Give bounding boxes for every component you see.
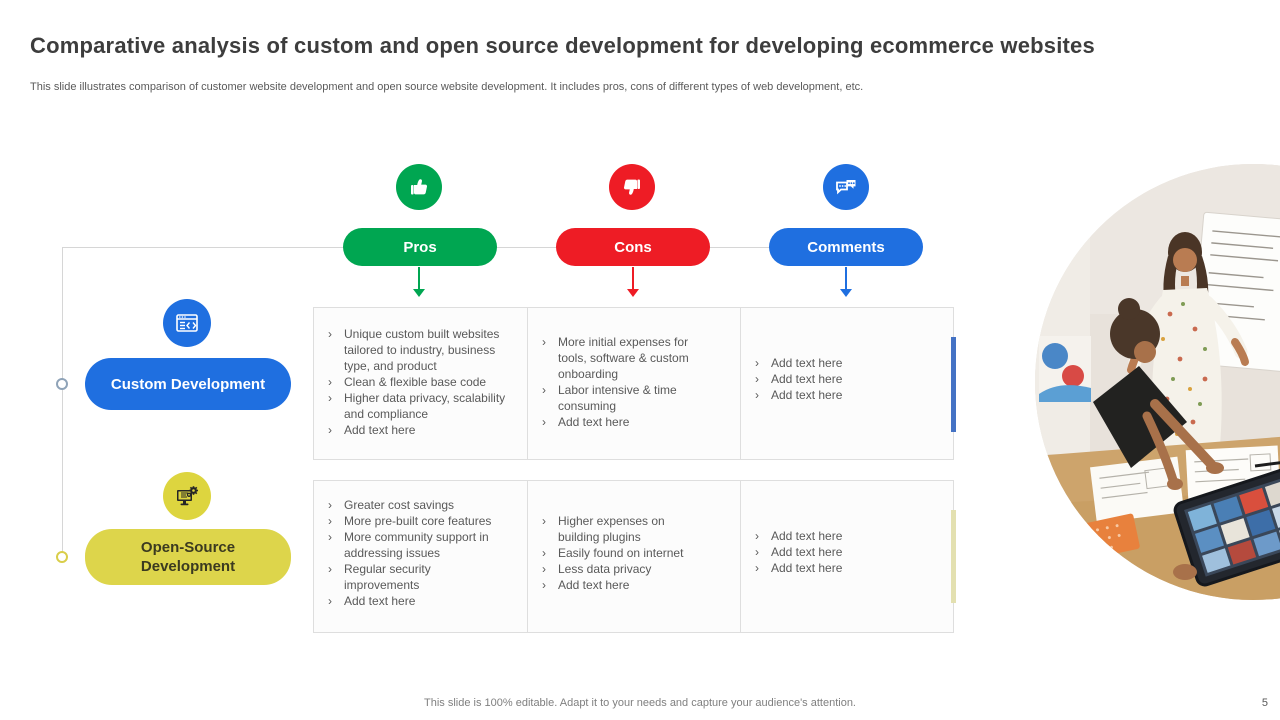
- comments-header-label: Comments: [807, 238, 885, 256]
- open-source-development-label: Open-Source Development: [140, 539, 236, 575]
- cons-arrow-down: [626, 267, 640, 297]
- list-item: More initial expenses for tools, softwar…: [542, 334, 708, 382]
- list-item: Clean & flexible base code: [328, 374, 515, 390]
- cell-open-pros: Greater cost savings More pre-built core…: [313, 480, 528, 633]
- custom-cons-list: More initial expenses for tools, softwar…: [528, 308, 740, 440]
- pros-header-label: Pros: [403, 238, 437, 256]
- add-text-placeholder[interactable]: Add text here: [755, 544, 842, 560]
- add-text-placeholder[interactable]: Add text here: [755, 371, 842, 387]
- cell-custom-pros: Unique custom built websites tailored to…: [313, 307, 528, 460]
- add-text-placeholder[interactable]: Add text here: [755, 528, 842, 544]
- page-number: 5: [1261, 697, 1268, 709]
- connector-node-custom: [56, 378, 68, 390]
- team-collaboration-photo: [1035, 164, 1280, 600]
- add-text-placeholder[interactable]: Add text here: [328, 422, 515, 438]
- comments-arrow-down: [839, 267, 853, 297]
- connector-node-open-source: [56, 551, 68, 563]
- monitor-gears-icon: [163, 472, 211, 520]
- custom-comments-list: Add text here Add text here Add text her…: [741, 355, 854, 413]
- add-text-placeholder[interactable]: Add text here: [755, 387, 842, 403]
- list-item: More community support in addressing iss…: [328, 529, 515, 561]
- add-text-placeholder[interactable]: Add text here: [542, 577, 728, 593]
- thumbs-down-icon: [609, 164, 655, 210]
- list-item: Less data privacy: [542, 561, 728, 577]
- add-text-placeholder[interactable]: Add text here: [755, 560, 842, 576]
- open-cons-list: Higher expenses on building plugins Easi…: [528, 481, 740, 603]
- list-item: Higher data privacy, scalability and com…: [328, 390, 515, 422]
- thumbs-up-icon: [396, 164, 442, 210]
- cell-open-cons: Higher expenses on building plugins Easi…: [527, 480, 741, 633]
- list-item: Easily found on internet: [542, 545, 728, 561]
- footer-note: This slide is 100% editable. Adapt it to…: [424, 697, 856, 709]
- list-item: Unique custom built websites tailored to…: [328, 326, 515, 374]
- open-comments-list: Add text here Add text here Add text her…: [741, 528, 854, 586]
- code-window-icon: [163, 299, 211, 347]
- custom-pros-list: Unique custom built websites tailored to…: [314, 308, 527, 448]
- cell-custom-cons: More initial expenses for tools, softwar…: [527, 307, 741, 460]
- pros-arrow-down: [412, 267, 426, 297]
- cons-header-pill: Cons: [556, 228, 710, 266]
- custom-development-label: Custom Development: [110, 375, 266, 393]
- accent-bar-custom: [951, 337, 956, 432]
- add-text-placeholder[interactable]: Add text here: [328, 593, 515, 609]
- connector-vertical-line: [62, 247, 63, 557]
- comments-header-pill: Comments: [769, 228, 923, 266]
- pros-header-pill: Pros: [343, 228, 497, 266]
- list-item: Labor intensive & time consuming: [542, 382, 688, 414]
- open-pros-list: Greater cost savings More pre-built core…: [314, 481, 527, 619]
- cell-open-comments: Add text here Add text here Add text her…: [740, 480, 954, 633]
- page-title: Comparative analysis of custom and open …: [30, 33, 1095, 58]
- row-label-open-source-development: Open-Source Development: [85, 529, 291, 585]
- list-item: Greater cost savings: [328, 497, 515, 513]
- slide-description: This slide illustrates comparison of cus…: [30, 81, 864, 93]
- cons-header-label: Cons: [614, 238, 652, 256]
- list-item: Higher expenses on building plugins: [542, 513, 698, 545]
- add-text-placeholder[interactable]: Add text here: [542, 414, 728, 430]
- list-item: Regular security improvements: [328, 561, 454, 593]
- chat-bubbles-icon: [823, 164, 869, 210]
- list-item: More pre-built core features: [328, 513, 515, 529]
- add-text-placeholder[interactable]: Add text here: [755, 355, 842, 371]
- accent-bar-open: [951, 510, 956, 603]
- row-label-custom-development: Custom Development: [85, 358, 291, 410]
- cell-custom-comments: Add text here Add text here Add text her…: [740, 307, 954, 460]
